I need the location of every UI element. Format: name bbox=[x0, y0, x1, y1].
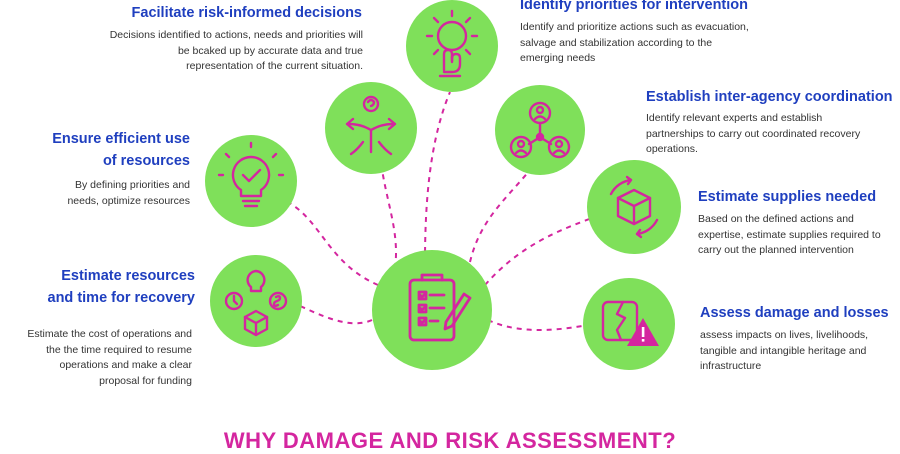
damage-circle bbox=[583, 278, 675, 370]
desc-coordination: Identify relevant experts and establish … bbox=[646, 112, 861, 155]
heading-efficient: Ensure efficient use of resources bbox=[52, 131, 190, 169]
assessment-center-circle bbox=[372, 250, 492, 370]
heading-recovery: Estimate resources and time for recovery bbox=[47, 268, 195, 306]
desc-priorities: Identify and prioritize actions such as … bbox=[520, 21, 749, 64]
desc-recovery: Estimate the cost of operations and the … bbox=[27, 328, 192, 387]
network-people-icon bbox=[509, 101, 571, 159]
desc-decisions: Decisions identified to actions, needs a… bbox=[109, 29, 363, 72]
resources-circle bbox=[205, 135, 297, 227]
lightbulb-check-icon bbox=[217, 141, 285, 208]
heading-coordination: Establish inter-agency coordination bbox=[646, 89, 893, 105]
footer-title: WHY DAMAGE AND RISK ASSESSMENT? bbox=[223, 428, 677, 453]
priorities-circle bbox=[406, 0, 498, 92]
desc-efficient: By defining priorities and needs, optimi… bbox=[67, 179, 190, 207]
desc-damage: assess impacts on lives, livelihoods, ta… bbox=[700, 329, 869, 372]
damage-warning-icon bbox=[601, 300, 659, 346]
clipboard-checklist-icon bbox=[408, 273, 472, 342]
box-cycle-icon bbox=[609, 175, 659, 239]
heading-damage: Assess damage and losses bbox=[700, 305, 889, 321]
heading-priorities: Identify priorities for intervention bbox=[520, 0, 748, 13]
recovery-circle bbox=[210, 255, 302, 347]
coordination-circle bbox=[495, 85, 585, 175]
heading-supplies: Estimate supplies needed bbox=[698, 189, 877, 205]
supplies-circle bbox=[587, 160, 681, 254]
crossroads-question-icon bbox=[345, 95, 397, 156]
resources-time-icon bbox=[224, 269, 288, 337]
heading-decisions: Facilitate risk-informed decisions bbox=[131, 5, 362, 21]
desc-supplies: Based on the defined actions and experti… bbox=[698, 213, 881, 256]
decisions-circle bbox=[325, 82, 417, 174]
gear-hand-icon bbox=[425, 9, 479, 78]
